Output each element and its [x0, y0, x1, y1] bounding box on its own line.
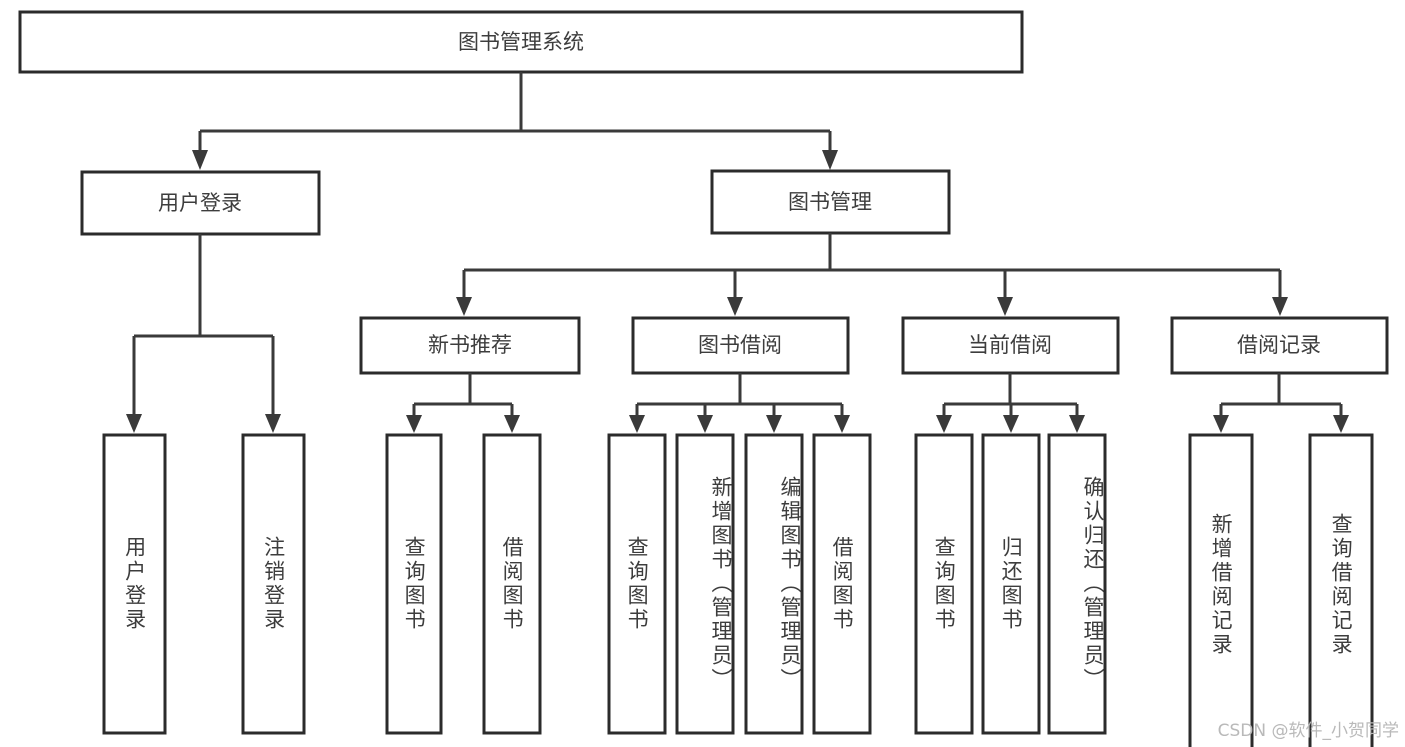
leaf-box-borrow-book-1[interactable] — [482, 433, 542, 735]
leaf-box-user-login[interactable] — [102, 433, 167, 735]
node-user-login[interactable]: 用户登录 — [80, 170, 321, 236]
connector-new-book-recommend-to-leaves — [406, 373, 520, 433]
leaf-box-confirm-return[interactable] — [1047, 433, 1107, 735]
node-root[interactable]: 图书管理系统 — [18, 10, 1024, 74]
connector-book-manage-to-level2 — [456, 233, 1288, 316]
connector-borrow-record-to-leaves — [1213, 373, 1349, 433]
node-new-book-recommend-box[interactable] — [359, 316, 581, 375]
leaf-box-edit-book[interactable] — [744, 433, 804, 735]
node-book-manage[interactable]: 图书管理 — [710, 169, 951, 235]
node-book-borrow[interactable]: 图书借阅 — [631, 316, 850, 375]
node-new-book-recommend[interactable]: 新书推荐 — [359, 316, 581, 375]
connector-user-login-to-leaves — [126, 234, 281, 433]
connector-book-borrow-to-leaves — [629, 373, 850, 433]
node-root-label: 图书管理系统 — [458, 30, 584, 54]
node-user-login-box[interactable] — [80, 170, 321, 236]
leaf-box-query-record[interactable] — [1308, 433, 1374, 747]
node-current-borrow-label: 当前借阅 — [968, 333, 1052, 357]
connector-current-borrow-to-leaves — [936, 373, 1085, 433]
node-borrow-record-label: 借阅记录 — [1237, 333, 1321, 357]
node-current-borrow[interactable]: 当前借阅 — [901, 316, 1120, 375]
leaf-box-borrow-book-2[interactable] — [812, 433, 872, 735]
node-book-borrow-label: 图书借阅 — [698, 333, 782, 357]
leaf-box-add-book[interactable] — [675, 433, 735, 735]
leaf-box-query-book-1[interactable] — [385, 433, 443, 735]
node-borrow-record[interactable]: 借阅记录 — [1170, 316, 1389, 375]
leaf-box-return-book[interactable] — [981, 433, 1041, 735]
connector-root-to-level1 — [192, 72, 838, 170]
leaf-box-query-book-2[interactable] — [607, 433, 667, 735]
node-current-borrow-box[interactable] — [901, 316, 1120, 375]
leaf-box-query-book-3[interactable] — [914, 433, 974, 735]
node-book-manage-label: 图书管理 — [788, 190, 872, 214]
node-new-book-recommend-label: 新书推荐 — [428, 333, 512, 357]
node-root-box[interactable] — [18, 10, 1024, 74]
csdn-watermark: CSDN @软件_小贺同学 — [1217, 721, 1399, 741]
node-user-login-label: 用户登录 — [158, 191, 242, 215]
leaf-box-logout-login[interactable] — [241, 433, 306, 735]
leaf-box-add-record[interactable] — [1188, 433, 1254, 747]
